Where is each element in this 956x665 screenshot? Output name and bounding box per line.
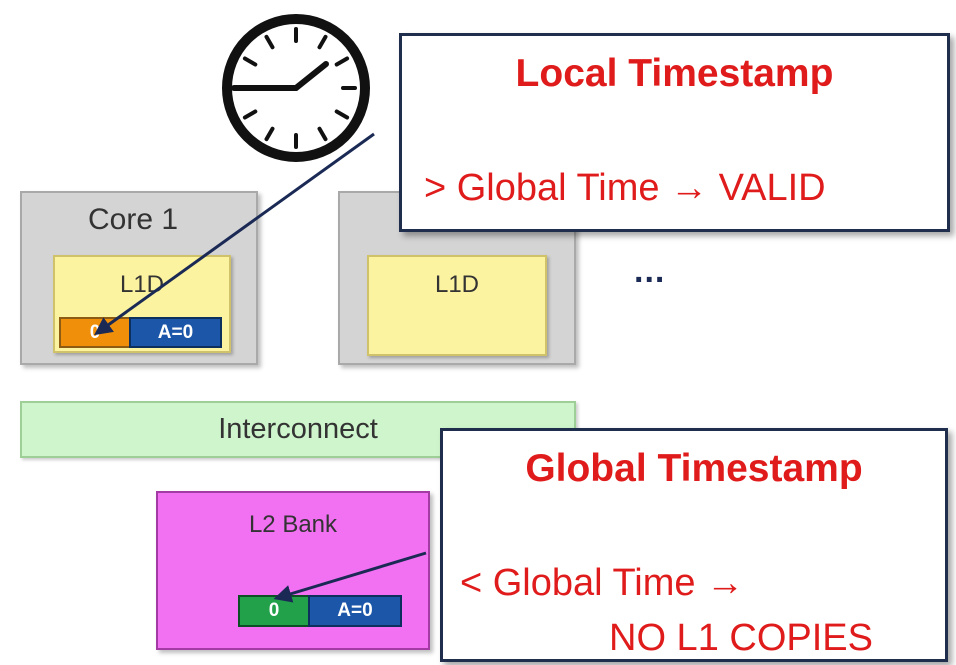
local-timestamp-arrow (94, 132, 375, 336)
global-timestamp-arrow (273, 551, 427, 603)
core-1-label: Core 1 (88, 203, 179, 236)
local-timestamp-rule: > Global Time → VALID (424, 167, 826, 209)
global-timestamp-callout: Global Timestamp < Global Time → NO L1 C… (440, 428, 948, 662)
core-1-l1d-label: L1D (119, 271, 165, 298)
local-timestamp-title: Local Timestamp (515, 52, 834, 95)
l2-bank: L2 Bank 0 A=0 (156, 491, 430, 650)
global-timestamp-rule-line1: < Global Time → (460, 562, 745, 604)
interconnect-label: Interconnect (218, 413, 378, 445)
l2-bank-label: L2 Bank (248, 511, 338, 538)
local-timestamp-callout: Local Timestamp > Global Time → VALID (399, 33, 950, 232)
more-cores-ellipsis: ... (634, 252, 666, 290)
clock-icon (222, 14, 370, 162)
global-timestamp-title: Global Timestamp (525, 447, 863, 490)
core-2-l1d-cache: L1D (367, 255, 547, 356)
core-2-l1d-label: L1D (434, 271, 480, 298)
core-1-data-cell: A=0 (129, 317, 222, 348)
core-1-l1d-cache: L1D 0 A=0 (53, 255, 231, 353)
l2-data-cell: A=0 (308, 595, 402, 627)
global-timestamp-rule-line2: NO L1 COPIES (609, 617, 873, 659)
core-1: Core 1 L1D 0 A=0 (20, 191, 258, 365)
